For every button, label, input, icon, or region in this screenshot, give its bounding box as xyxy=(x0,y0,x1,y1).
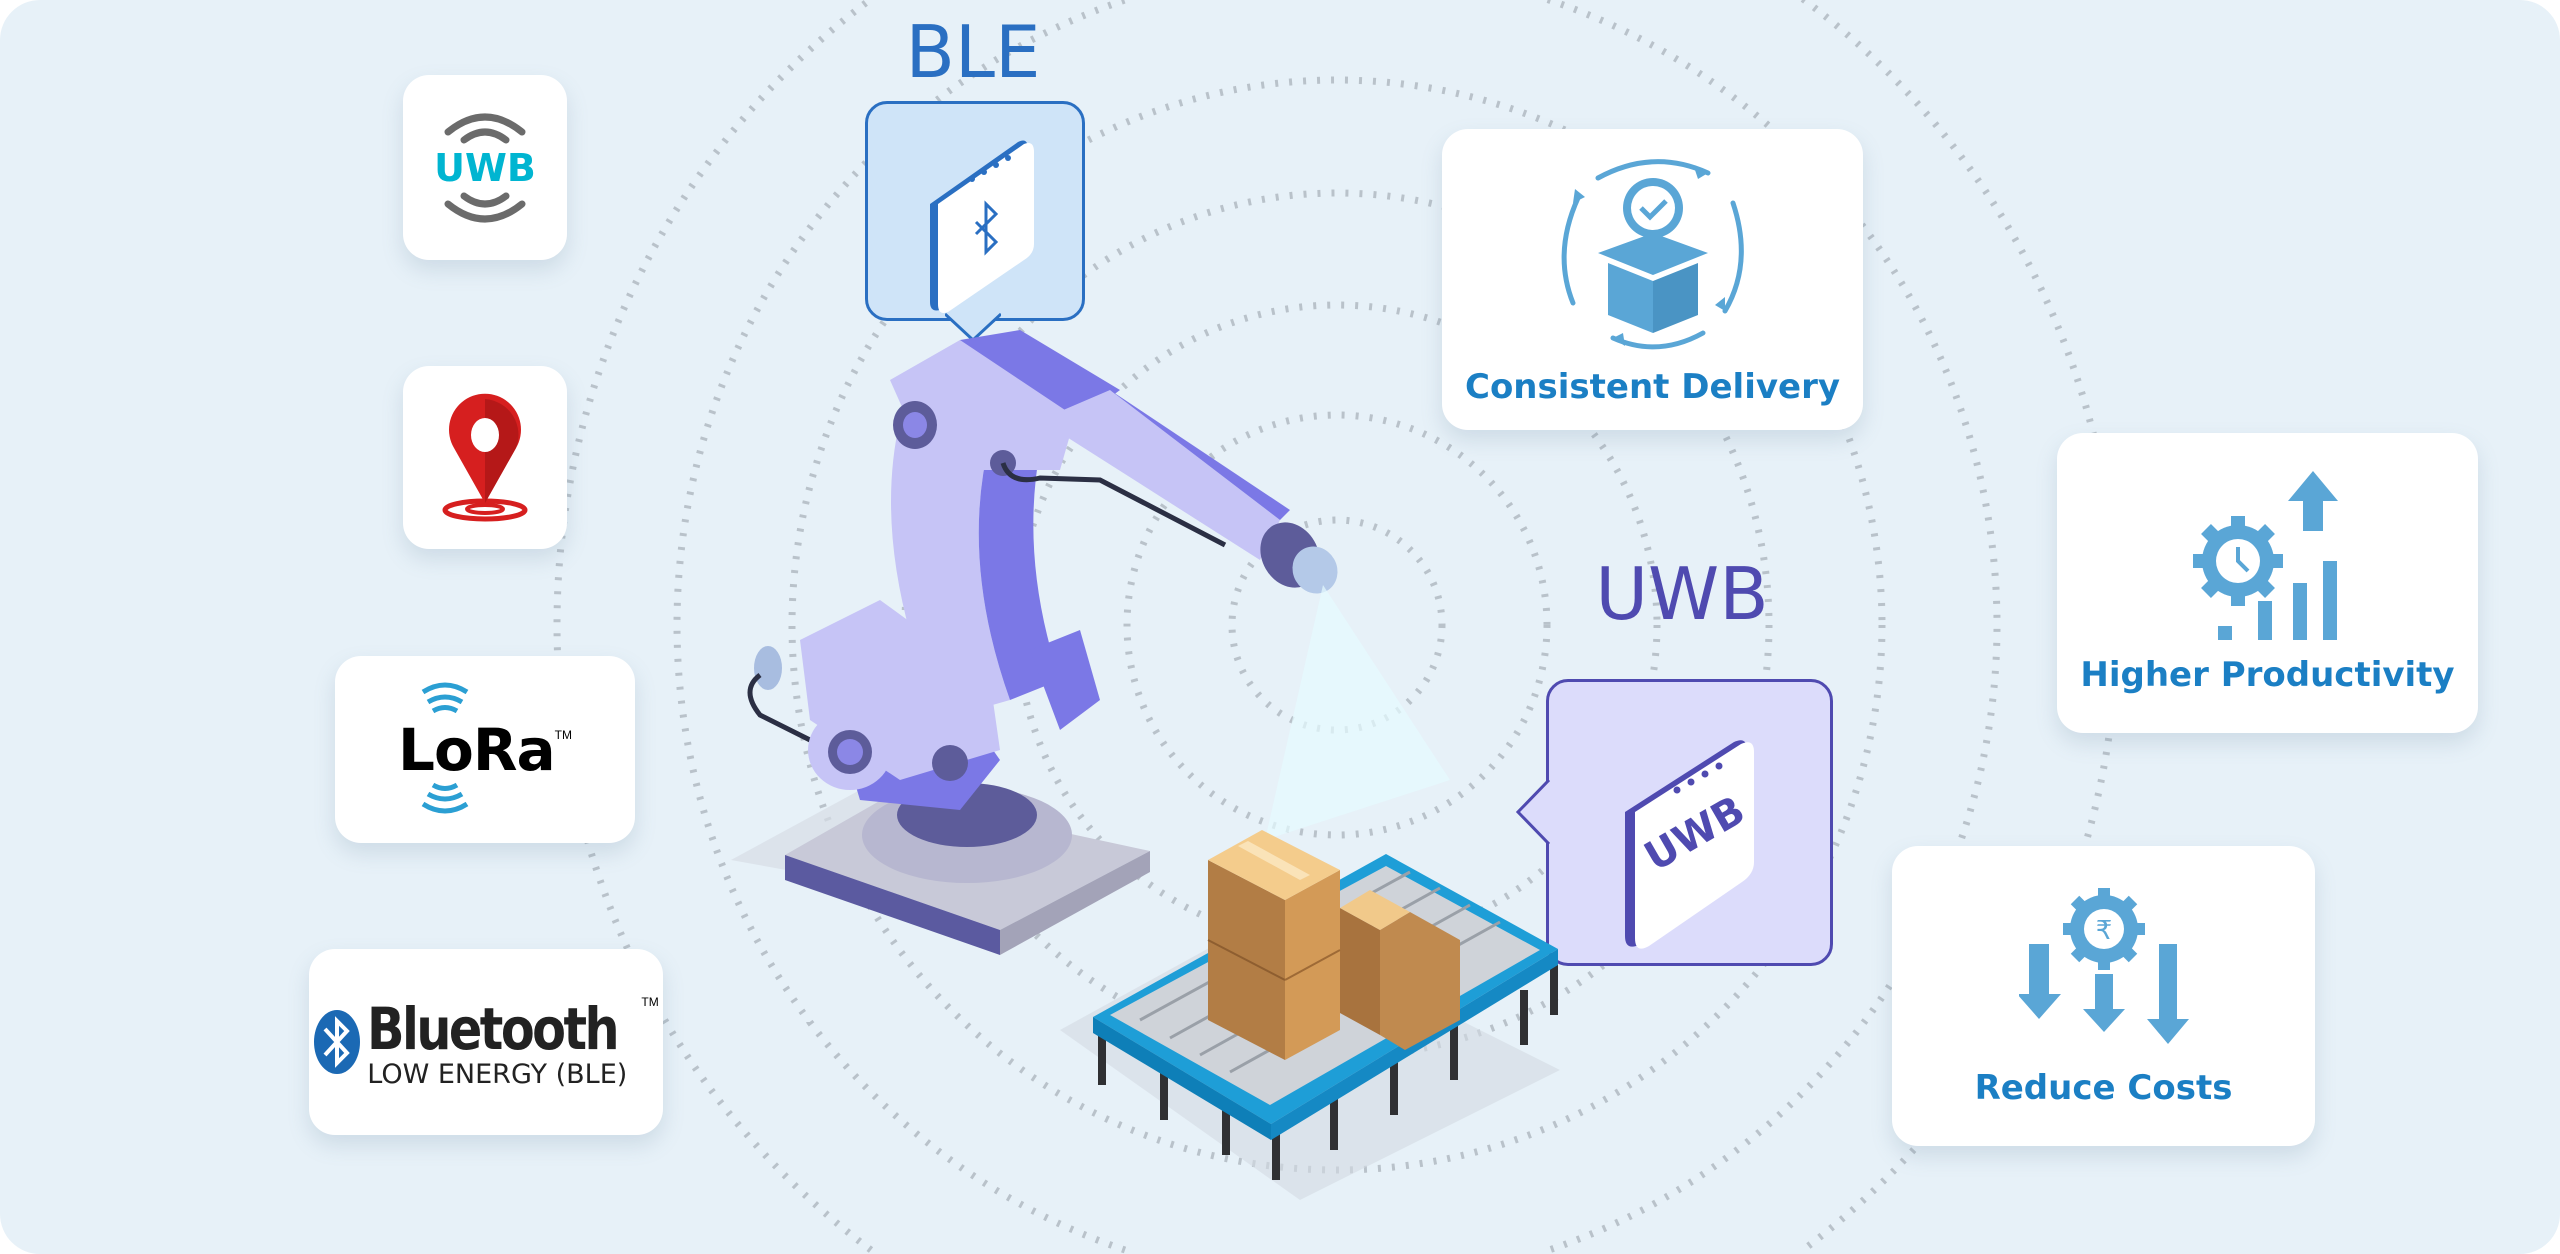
robot-arm xyxy=(731,330,1450,955)
uwb-badge-text: UWB xyxy=(434,145,536,190)
location-card xyxy=(403,366,567,549)
benefit-label: Reduce Costs xyxy=(1974,1068,2233,1108)
bluetooth-subtitle: LOW ENERGY (BLE) xyxy=(367,1058,628,1090)
signal-ring xyxy=(673,0,2001,1254)
signal-ring xyxy=(1013,301,1661,949)
uwb-label: UWB xyxy=(1595,552,1769,636)
signal-waves-down-icon xyxy=(444,192,526,222)
uwb-device-bubble: UWB xyxy=(1546,679,1833,966)
benefit-label: Higher Productivity xyxy=(2080,655,2455,695)
bluetooth-card: Bluetooth TM LOW ENERGY (BLE) xyxy=(309,949,663,1135)
benefit-label: Consistent Delivery xyxy=(1465,366,1840,407)
signal-ring xyxy=(901,189,1773,1061)
benefit-card-reduce-costs: ₹ Reduce Costs xyxy=(1892,846,2315,1146)
lora-logo-text: LoRa xyxy=(398,715,556,784)
signal-waves-up-icon xyxy=(444,113,526,143)
ble-device-bubble xyxy=(865,101,1085,321)
bluetooth-logo: Bluetooth TM LOW ENERGY (BLE) xyxy=(313,994,659,1090)
lora-waves-icon xyxy=(421,682,469,813)
uwb-bubble-pointer xyxy=(1516,780,1550,844)
box-cycle-icon xyxy=(1561,158,1744,349)
scan-beam xyxy=(1265,585,1450,840)
gear-growth-icon xyxy=(2192,471,2338,640)
bluetooth-wordmark: Bluetooth xyxy=(367,994,620,1063)
bluetooth-icon xyxy=(314,1010,361,1074)
lora-tm: TM xyxy=(554,727,572,742)
signal-ring xyxy=(1123,411,1551,839)
signal-ring xyxy=(1228,516,1446,734)
ble-tag-device-icon xyxy=(930,140,1034,313)
benefit-card-higher-productivity: Higher Productivity xyxy=(2057,433,2478,733)
bluetooth-tm: TM xyxy=(641,994,659,1009)
lora-logo: LoRa TM xyxy=(398,682,572,813)
uwb-tag-device-icon: UWB xyxy=(1625,740,1754,949)
uwb-tech-card: UWB xyxy=(403,75,567,260)
lora-card: LoRa TM xyxy=(335,656,635,843)
ble-label: BLE xyxy=(905,10,1041,94)
rupee-symbol: ₹ xyxy=(2095,916,2112,946)
cardboard-boxes xyxy=(1207,830,1460,1060)
benefit-card-consistent-delivery: Consistent Delivery xyxy=(1442,129,1863,430)
map-pin-icon xyxy=(442,393,528,521)
rupee-gear-down-icon: ₹ xyxy=(2018,888,2189,1044)
